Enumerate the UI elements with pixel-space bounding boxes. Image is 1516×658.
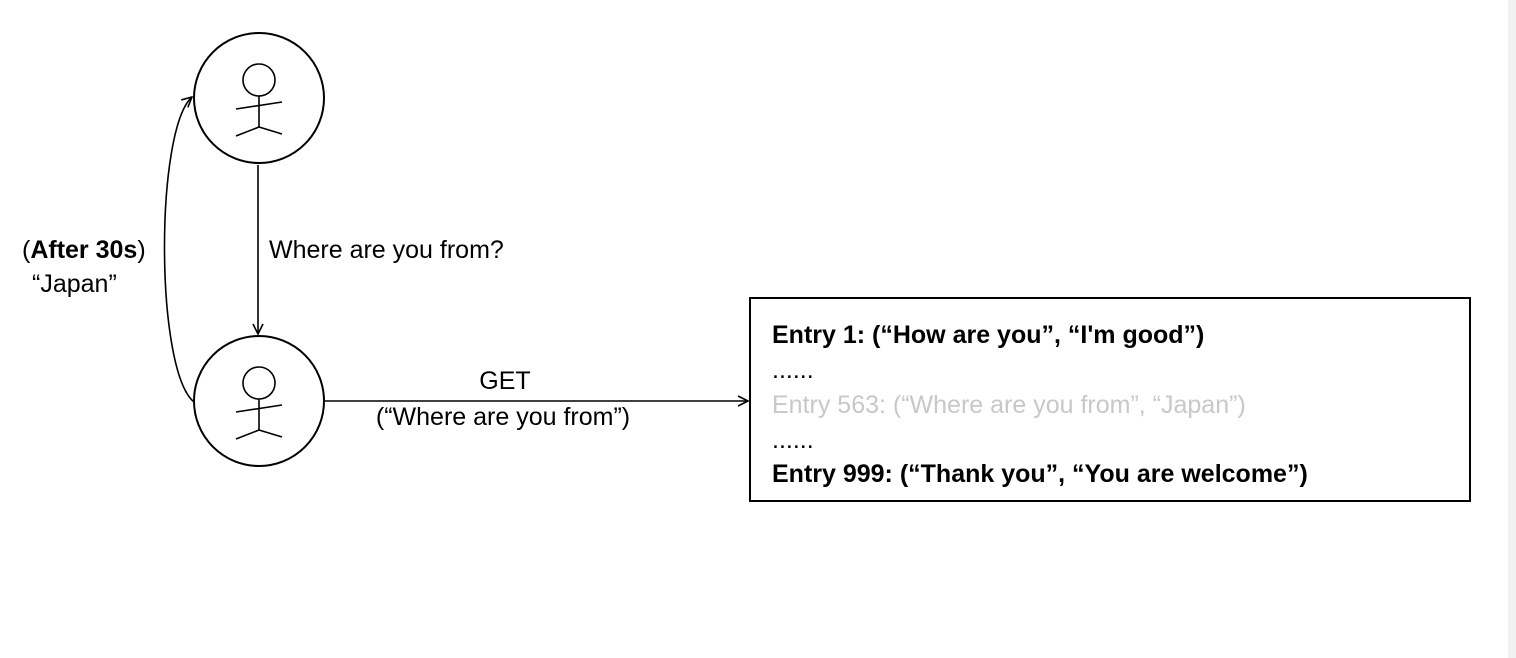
actor-node-bottom[interactable] bbox=[193, 335, 325, 467]
edge-get-query: (“Where are you from”) bbox=[376, 403, 630, 431]
actor-node-top[interactable] bbox=[193, 32, 325, 164]
edge-reply-bold: After 30s bbox=[30, 236, 137, 264]
entry-ellipsis: ...... bbox=[772, 426, 814, 454]
entry-1: Entry 1: (“How are you”, “I'm good”) bbox=[772, 321, 1205, 349]
edge-reply-label: (After 30s) bbox=[22, 236, 146, 264]
scrollbar[interactable] bbox=[1508, 0, 1516, 658]
person-icon bbox=[235, 63, 283, 137]
entry-563: Entry 563: (“Where are you from”, “Japan… bbox=[772, 391, 1246, 419]
person-icon bbox=[235, 366, 283, 440]
entry-999: Entry 999: (“Thank you”, “You are welcom… bbox=[772, 460, 1308, 488]
edge-question-label: Where are you from? bbox=[269, 236, 504, 264]
entry-ellipsis: ...... bbox=[772, 356, 814, 384]
entries-box[interactable]: Entry 1: (“How are you”, “I'm good”) ...… bbox=[749, 297, 1471, 502]
edge-reply-open: ( bbox=[22, 236, 31, 264]
edge-reply-value: “Japan” bbox=[32, 270, 117, 298]
edge-reply-arrow bbox=[163, 97, 195, 403]
edge-reply-close: ) bbox=[137, 236, 145, 264]
edge-get-label: GET bbox=[479, 367, 530, 395]
